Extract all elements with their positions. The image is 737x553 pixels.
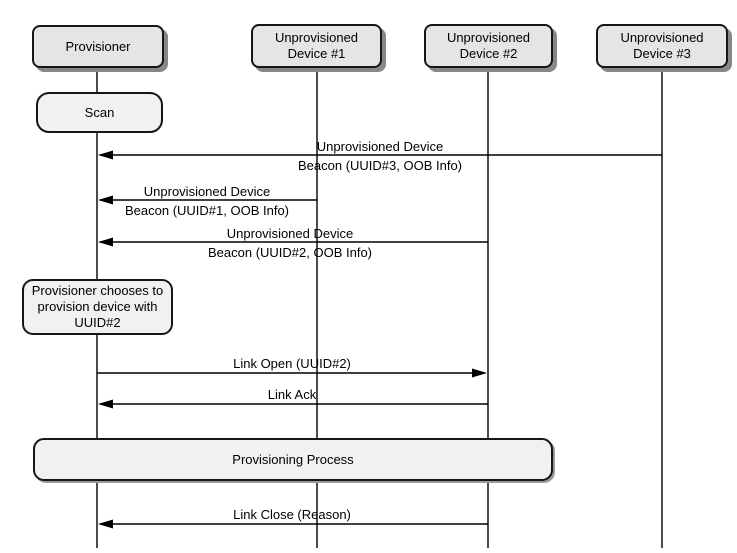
- message-label-beacon1-line1: Unprovisioned Device: [143, 184, 271, 199]
- message-label-beacon2-line2: Beacon (UUID#2, OOB Info): [207, 245, 373, 260]
- actor-unprovisioned-device-2: Unprovisioned Device #2: [424, 24, 553, 68]
- message-label-link-open: Link Open (UUID#2): [233, 356, 351, 371]
- actor-unprovisioned-device-1: Unprovisioned Device #1: [251, 24, 382, 68]
- actor-provisioner: Provisioner: [32, 25, 164, 68]
- message-label-link-close: Link Close (Reason): [233, 507, 351, 522]
- message-label-beacon3-line2: Beacon (UUID#3, OOB Info): [297, 158, 463, 173]
- message-label-beacon3-line1: Unprovisioned Device: [316, 139, 444, 154]
- activity-scan: Scan: [36, 92, 163, 133]
- message-label-beacon2-line1: Unprovisioned Device: [226, 226, 354, 241]
- arrowhead-beacon1: [98, 195, 113, 205]
- arrowhead-link-close: [98, 519, 113, 529]
- actor-unprovisioned-device-3: Unprovisioned Device #3: [596, 24, 728, 68]
- arrowhead-link-open: [472, 368, 487, 378]
- note-provisioner-chooses: Provisioner chooses to provision device …: [22, 279, 173, 335]
- activity-provisioning-process: Provisioning Process: [33, 438, 553, 481]
- arrowhead-beacon3: [98, 150, 113, 160]
- arrowhead-link-ack: [98, 399, 113, 409]
- message-label-beacon1-line2: Beacon (UUID#1, OOB Info): [124, 203, 290, 218]
- arrowhead-beacon2: [98, 237, 113, 247]
- message-label-link-ack: Link Ack: [267, 387, 317, 402]
